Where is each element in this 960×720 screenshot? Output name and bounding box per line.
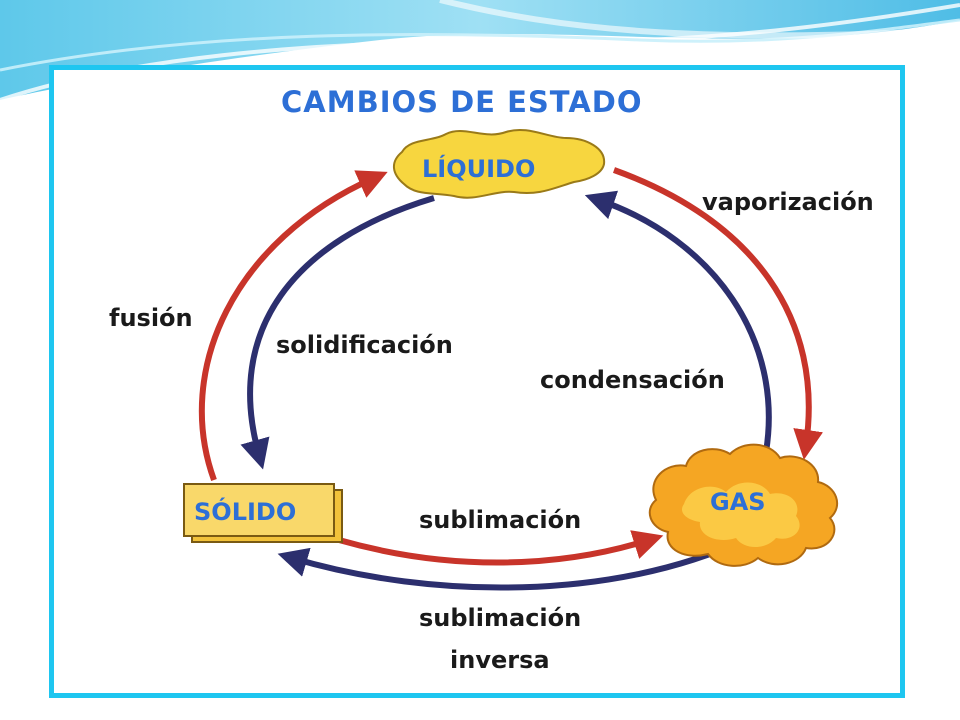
vaporization-arrow xyxy=(612,167,823,460)
solidification-arrow xyxy=(240,195,435,470)
solid-state-node: SÓLIDO xyxy=(183,483,343,543)
solid-state-label: SÓLIDO xyxy=(194,496,296,526)
condensation-label: condensación xyxy=(540,366,725,394)
liquid-state-node: LÍQUIDO xyxy=(393,128,606,199)
inverse-sublimation-arrow xyxy=(277,537,746,591)
inverse-sublimation-label-line1: sublimación xyxy=(419,604,581,632)
inverse-sublimation-label-line2: inversa xyxy=(450,646,550,674)
gas-state-node: GAS xyxy=(648,443,839,567)
fusion-arrow xyxy=(198,170,388,482)
gas-state-label: GAS xyxy=(710,488,766,516)
states-of-matter-diagram: CAMBIOS DE ESTADO LÍQUIDO SÓLIDO GAS xyxy=(109,85,874,674)
sublimation-arrow xyxy=(338,530,664,566)
diagram-frame: CAMBIOS DE ESTADO LÍQUIDO SÓLIDO GAS xyxy=(49,65,905,698)
fusion-label: fusión xyxy=(109,304,193,332)
vaporization-label: vaporización xyxy=(702,188,874,216)
diagram-title: CAMBIOS DE ESTADO xyxy=(281,85,643,119)
solidification-label: solidificación xyxy=(276,331,453,359)
liquid-state-label: LÍQUIDO xyxy=(422,154,535,183)
sublimation-label: sublimación xyxy=(419,506,581,534)
condensation-arrow xyxy=(584,190,772,453)
